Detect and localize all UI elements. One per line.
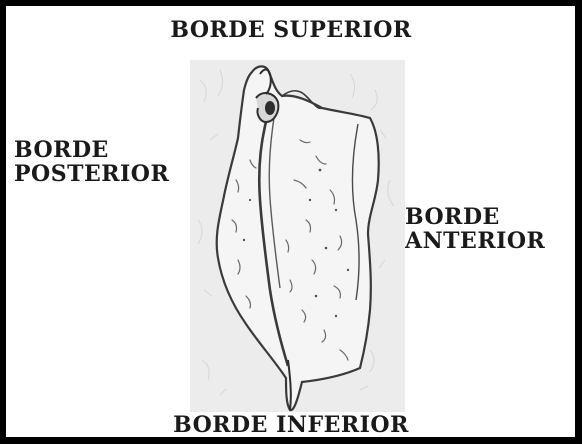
label-posterior-line1: BORDE	[14, 138, 169, 162]
label-inferior-text: BORDE INFERIOR	[0, 413, 582, 437]
label-anterior-line2: ANTERIOR	[405, 229, 545, 253]
label-posterior-line2: POSTERIOR	[14, 162, 169, 186]
label-borde-inferior: BORDE INFERIOR	[0, 413, 582, 437]
label-borde-anterior: BORDE ANTERIOR	[405, 205, 545, 253]
label-anterior-line1: BORDE	[405, 205, 545, 229]
label-borde-superior: BORDE SUPERIOR	[0, 18, 582, 42]
bone-foramen	[265, 101, 275, 115]
label-borde-posterior: BORDE POSTERIOR	[14, 138, 169, 186]
bone-illustration	[190, 60, 405, 412]
label-superior-text: BORDE SUPERIOR	[0, 18, 582, 42]
